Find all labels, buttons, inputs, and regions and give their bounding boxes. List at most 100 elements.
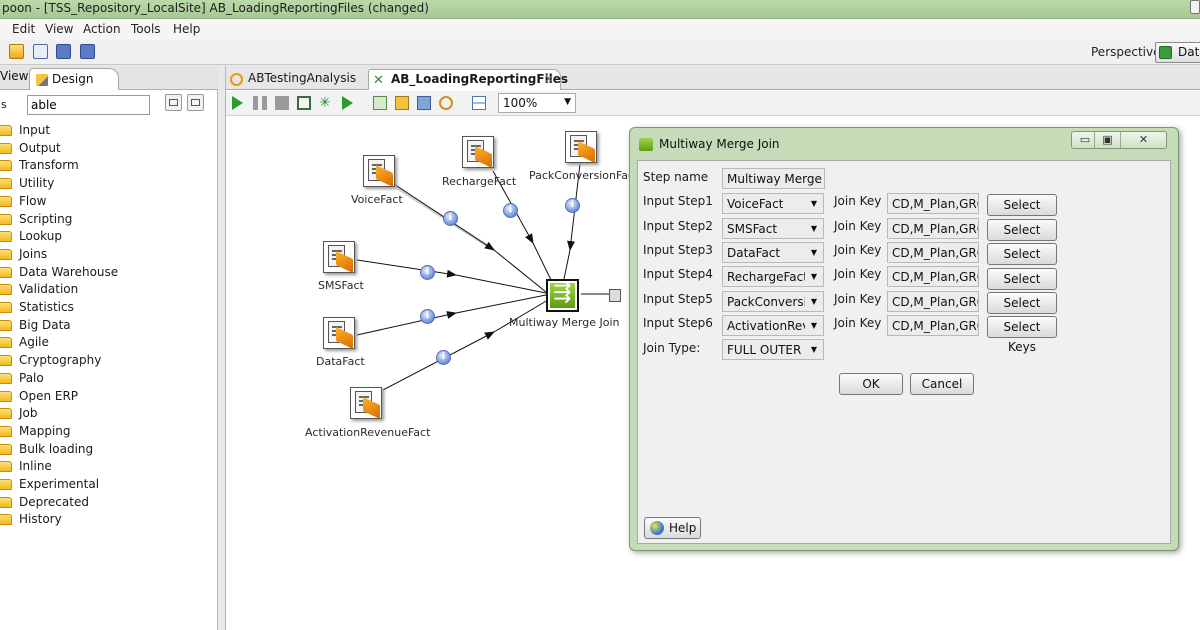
cancel-button[interactable]: Cancel (910, 373, 974, 395)
hop-info-icon[interactable]: i (420, 309, 435, 324)
hop-info-icon[interactable]: i (443, 211, 458, 226)
expand-all-button[interactable] (165, 94, 182, 111)
tab-design[interactable]: Design (29, 68, 119, 90)
stop-icon[interactable] (275, 96, 289, 110)
join-key-field[interactable]: CD,M_Plan,GRO (887, 266, 979, 287)
category-deprecated[interactable]: Deprecated (0, 494, 200, 511)
category-output[interactable]: Output (0, 140, 200, 157)
category-input[interactable]: Input (0, 122, 200, 139)
category-cryptography[interactable]: Cryptography (0, 352, 200, 369)
replay-icon[interactable] (342, 96, 353, 110)
category-statistics[interactable]: Statistics (0, 299, 200, 316)
step-search-input[interactable] (27, 95, 150, 115)
menu-edit[interactable]: Edit (12, 22, 36, 36)
select-keys-button[interactable]: Select Keys (987, 194, 1057, 232)
category-data-warehouse[interactable]: Data Warehouse (0, 264, 200, 281)
join-key-field[interactable]: CD,M_Plan,GRO (887, 315, 979, 336)
category-history[interactable]: History (0, 511, 200, 528)
maximize-icon[interactable]: ▣ (1094, 132, 1120, 148)
window-control-button[interactable] (1190, 0, 1200, 14)
join-type-select[interactable]: FULL OUTER▼ (722, 339, 824, 360)
category-open-erp[interactable]: Open ERP (0, 388, 200, 405)
step-smsfact-icon[interactable] (323, 241, 355, 273)
align-icon[interactable] (472, 96, 486, 110)
category-transform[interactable]: Transform (0, 157, 200, 174)
step-rechargefact-icon[interactable] (462, 136, 494, 168)
menu-tools[interactable]: Tools (131, 22, 161, 36)
hop-info-icon[interactable]: i (503, 203, 518, 218)
preview-icon[interactable] (297, 96, 311, 110)
input-step-select[interactable]: DataFact▼ (722, 242, 824, 263)
category-bulk-loading[interactable]: Bulk loading (0, 441, 200, 458)
join-key-field[interactable]: CD,M_Plan,GRO (887, 193, 979, 214)
select-keys-button[interactable]: Select Keys (987, 292, 1057, 330)
category-scripting[interactable]: Scripting (0, 211, 200, 228)
folder-icon (0, 337, 12, 349)
menu-bar: Edit View Action Tools Help (0, 19, 1200, 40)
hop-data[interactable] (356, 311, 457, 336)
explore-db-icon[interactable] (439, 96, 453, 110)
save-as-icon[interactable] (80, 44, 95, 59)
hop-info-icon[interactable]: i (565, 198, 580, 213)
perspective-button[interactable]: Data (1155, 42, 1200, 63)
input-step-select[interactable]: RechargeFact▼ (722, 266, 824, 287)
category-inline[interactable]: Inline (0, 458, 200, 475)
select-keys-button[interactable]: Select Keys (987, 268, 1057, 306)
step-datafact-icon[interactable] (323, 317, 355, 349)
close-tab-icon[interactable]: ✕ (543, 72, 554, 86)
category-lookup[interactable]: Lookup (0, 228, 200, 245)
hop-info-icon[interactable]: i (420, 265, 435, 280)
input-step-select[interactable]: PackConversion▼ (722, 291, 824, 312)
join-key-label: Join Key (834, 219, 882, 233)
category-validation[interactable]: Validation (0, 281, 200, 298)
join-key-field[interactable]: CD,M_Plan,GRO (887, 291, 979, 312)
tab-abtesting-analysis[interactable]: ABTestingAnalysis (226, 69, 366, 90)
zoom-select[interactable]: 100% ▼ (498, 93, 576, 113)
step-packconversionfact-icon[interactable] (565, 131, 597, 163)
run-icon[interactable] (232, 96, 243, 110)
tab-ab-loading-reporting-files[interactable]: ✕ AB_LoadingReportingFiles ✕ (368, 69, 568, 90)
menu-help[interactable]: Help (173, 22, 201, 36)
join-key-field[interactable]: CD,M_Plan,GRO (887, 242, 979, 263)
verify-icon[interactable] (373, 96, 387, 110)
job-icon (230, 73, 243, 86)
menu-action[interactable]: Action (83, 22, 121, 36)
menu-view[interactable]: View (45, 22, 74, 36)
select-keys-button[interactable]: Select Keys (987, 243, 1057, 281)
category-palo[interactable]: Palo (0, 370, 200, 387)
debug-icon[interactable]: ✳ (319, 95, 331, 111)
input-step-select[interactable]: SMSFact▼ (722, 218, 824, 239)
step-voicefact-icon[interactable] (363, 155, 395, 187)
ok-button[interactable]: OK (839, 373, 903, 395)
sql-icon[interactable] (417, 96, 431, 110)
open-file-icon[interactable] (9, 44, 24, 59)
step-activationrevenuefact-icon[interactable] (350, 387, 382, 419)
hop-info-icon[interactable]: i (436, 350, 451, 365)
category-mapping[interactable]: Mapping (0, 423, 200, 440)
step-name-field[interactable]: Multiway Merge Jo (722, 168, 825, 189)
category-joins[interactable]: Joins (0, 246, 200, 263)
step-multiway-merge-join-icon[interactable] (546, 279, 579, 312)
category-experimental[interactable]: Experimental (0, 476, 200, 493)
category-big-data[interactable]: Big Data (0, 317, 200, 334)
hop-sms[interactable] (356, 259, 457, 278)
category-agile[interactable]: Agile (0, 334, 200, 351)
explore-repository-icon[interactable] (33, 44, 48, 59)
input-step-select[interactable]: ActivationRever▼ (722, 315, 824, 336)
tab-view[interactable]: View (0, 69, 29, 83)
select-keys-button[interactable]: Select Keys (987, 316, 1057, 354)
help-button[interactable]: Help (644, 517, 701, 539)
category-utility[interactable]: Utility (0, 175, 200, 192)
minimize-icon[interactable]: ▭ (1079, 133, 1091, 146)
input-step-select[interactable]: VoiceFact▼ (722, 193, 824, 214)
category-flow[interactable]: Flow (0, 193, 200, 210)
category-job[interactable]: Job (0, 405, 200, 422)
join-key-field[interactable]: CD,M_Plan,GRO (887, 218, 979, 239)
output-hop-icon[interactable] (609, 289, 621, 302)
close-icon[interactable]: ✕ (1120, 132, 1166, 148)
collapse-all-button[interactable] (187, 94, 204, 111)
pause-icon[interactable] (253, 96, 267, 110)
analyze-impact-icon[interactable] (395, 96, 409, 110)
save-icon[interactable] (56, 44, 71, 59)
select-keys-button[interactable]: Select Keys (987, 219, 1057, 257)
